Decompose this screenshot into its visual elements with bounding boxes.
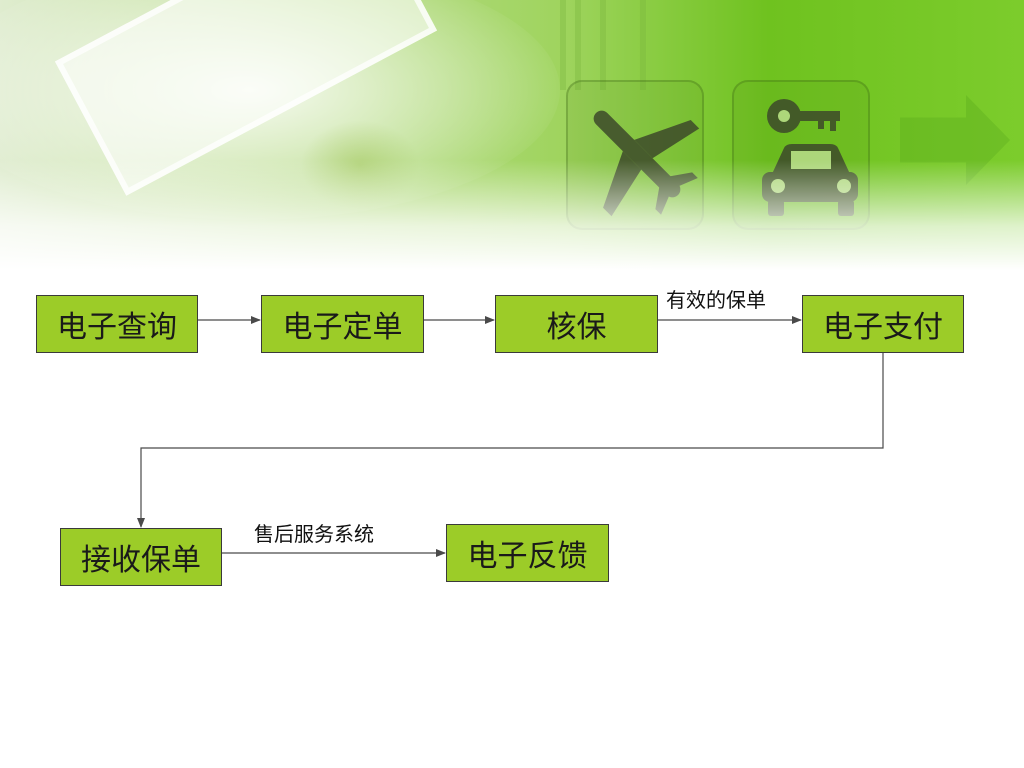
- node-receive-policy: 接收保单: [60, 528, 222, 586]
- node-electronic-payment: 电子支付: [802, 295, 964, 353]
- banner-stripe: [560, 0, 566, 90]
- edge-n4-n5: [137, 353, 884, 528]
- node-underwriting: 核保: [495, 295, 658, 353]
- key-icon: [767, 99, 840, 133]
- edge-label-valid-policy: 有效的保单: [666, 288, 766, 312]
- banner-stripe: [575, 0, 581, 90]
- banner-stripe: [640, 0, 646, 90]
- node-electronic-order: 电子定单: [261, 295, 424, 353]
- header-banner: [0, 0, 1024, 270]
- banner-stripe: [600, 0, 606, 90]
- banner-fade: [0, 160, 1024, 270]
- edge-label-after-sales-system: 售后服务系统: [254, 522, 374, 546]
- node-electronic-inquiry: 电子查询: [36, 295, 198, 353]
- node-electronic-feedback: 电子反馈: [446, 524, 609, 582]
